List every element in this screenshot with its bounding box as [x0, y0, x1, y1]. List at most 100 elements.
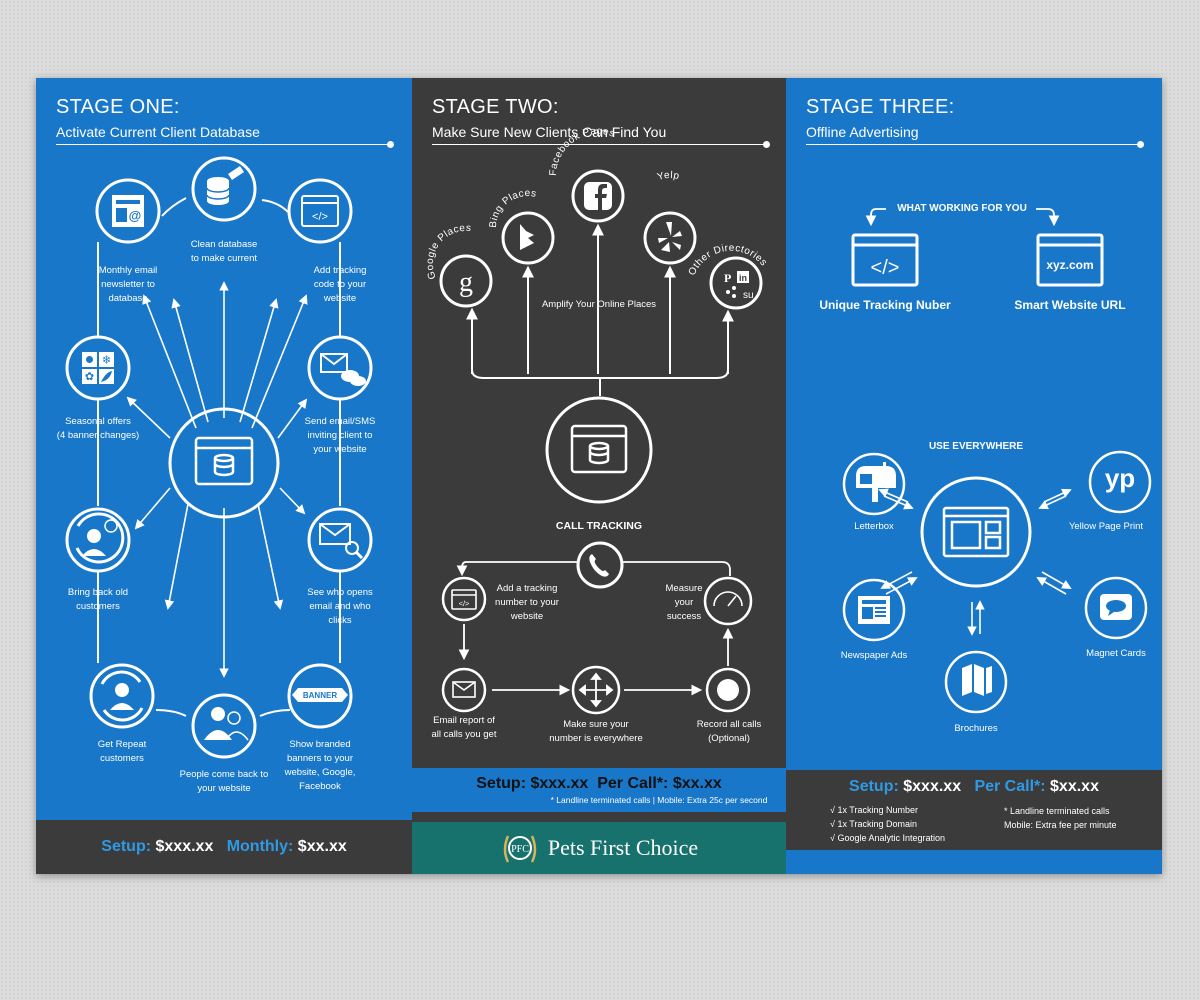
brochure-icon — [962, 664, 992, 696]
svg-text:Yelp: Yelp — [656, 170, 680, 183]
url-text: xyz.com — [1046, 258, 1094, 272]
record-node — [705, 667, 751, 713]
newsletter-icon: @ — [112, 195, 144, 227]
newspaper-label: Newspaper Ads — [840, 650, 908, 661]
yellow-page-label: Yellow Page Print — [1068, 521, 1144, 532]
letterbox-label: Letterbox — [854, 521, 894, 532]
stage-three-price-line: Setup: $xxx.xx Per Call*: $xx.xx — [849, 778, 1099, 795]
database-broom-icon — [206, 166, 244, 205]
stage-two-title: STAGE TWO: — [432, 96, 559, 118]
send-email-node — [307, 335, 373, 401]
svg-text:P: P — [724, 271, 731, 285]
brochure: STAGE ONE: Activate Current Client Datab… — [36, 78, 1162, 874]
envelope-icon — [452, 681, 476, 698]
banner-word: BANNER — [302, 691, 338, 700]
stage-one-price-bar: Setup: $xxx.xx Monthly: $xx.xx — [36, 820, 412, 874]
clean-database-node — [191, 156, 257, 222]
yellow-page-node — [1088, 450, 1152, 514]
stage-two-rule — [432, 141, 770, 148]
url-window-node — [1036, 233, 1104, 287]
central-database-circle — [168, 407, 280, 519]
email-sms-icon — [320, 353, 366, 386]
bring-back-node — [65, 507, 131, 573]
stage-one-panel: STAGE ONE: Activate Current Client Datab… — [36, 78, 412, 874]
email-magnifier-icon — [319, 523, 364, 560]
phone-icon — [589, 554, 609, 577]
move-arrows-icon — [578, 672, 614, 708]
stage-three-subtitle: Offline Advertising — [806, 124, 919, 140]
bing-places-node: Bing Places — [488, 188, 555, 265]
feature-checklist: √ 1x Tracking Number √ 1x Tracking Domai… — [830, 805, 946, 843]
code-icon — [451, 589, 477, 610]
svg-text:PFC: PFC — [511, 844, 529, 855]
see-opens-node — [307, 507, 373, 573]
seasons-icon: ❄✿ — [82, 352, 114, 384]
svg-text:su: su — [743, 290, 754, 301]
letterbox-node — [842, 452, 906, 516]
stage-three-panel: STAGE THREE: Offline Advertising </> — [786, 78, 1162, 874]
tracking-code-node: </> — [287, 178, 353, 244]
everywhere-node — [571, 665, 621, 715]
add-number-node: </> — [441, 576, 487, 622]
come-back-node — [191, 693, 257, 759]
magnet-label: Magnet Cards — [1086, 648, 1146, 659]
monthly-email-node: @ — [95, 178, 161, 244]
yp-logo: yp — [1104, 463, 1136, 493]
magnet-card-icon — [1100, 594, 1132, 620]
code-window-icon: </> — [301, 195, 339, 227]
yelp-node: Yelp — [643, 170, 697, 265]
svg-text:❄: ❄ — [102, 354, 111, 367]
gauge-icon — [713, 591, 743, 607]
record-icon — [717, 679, 739, 701]
repeat-customers-node — [89, 663, 155, 729]
tracking-label: Unique Tracking Nuber — [819, 298, 951, 312]
bing-icon — [520, 224, 534, 250]
call-tracking-label: CALL TRACKING — [555, 520, 643, 532]
svg-text:@: @ — [129, 208, 142, 223]
google-icon: g — [459, 267, 473, 298]
use-everywhere-label: USE EVERYWHERE — [928, 441, 1024, 452]
call-tracking-circle — [545, 396, 653, 504]
working-label: WHAT WORKING FOR YOU — [897, 203, 1027, 214]
newspaper-node — [842, 578, 906, 642]
record-label: Record all calls(Optional) — [696, 719, 762, 744]
yelp-icon — [658, 222, 682, 252]
code-icon: </> — [871, 257, 900, 279]
seasonal-label: Seasonal offers(4 banner changes) — [56, 416, 140, 441]
stage-one-title: STAGE ONE: — [56, 96, 180, 118]
stage-two-price-bar: Setup: $xxx.xx Per Call*: $xx.xx * Landl… — [412, 768, 786, 812]
email-report-node — [441, 667, 487, 713]
banners-node — [287, 663, 353, 729]
stage-two-note: * Landline terminated calls | Mobile: Ex… — [550, 795, 768, 805]
stage-three-rule — [806, 141, 1144, 148]
svg-text:in: in — [739, 273, 747, 283]
brand-name: Pets First Choice — [547, 835, 699, 860]
clock-person-icon — [75, 512, 125, 564]
svg-text:</>: </> — [312, 211, 328, 223]
stage-three-title: STAGE THREE: — [806, 96, 955, 118]
brochures-label: Brochures — [954, 723, 998, 734]
stage-one-rule — [56, 141, 394, 148]
pets-first-choice-logo: PFC — [503, 835, 537, 863]
svg-text:Bing Places: Bing Places — [488, 188, 538, 228]
newspaper-icon — [858, 596, 890, 624]
svg-text:</>: </> — [459, 599, 470, 608]
measure-node — [703, 576, 753, 626]
amplify-label: Amplify Your Online Places — [541, 299, 657, 310]
phone-node — [576, 541, 624, 589]
seasonal-node: ❄✿ — [65, 335, 131, 401]
stage-two-diagram: g Google Places Bing Places Facebook Pag… — [425, 126, 769, 715]
stage-three-diagram: </> — [842, 208, 1152, 714]
